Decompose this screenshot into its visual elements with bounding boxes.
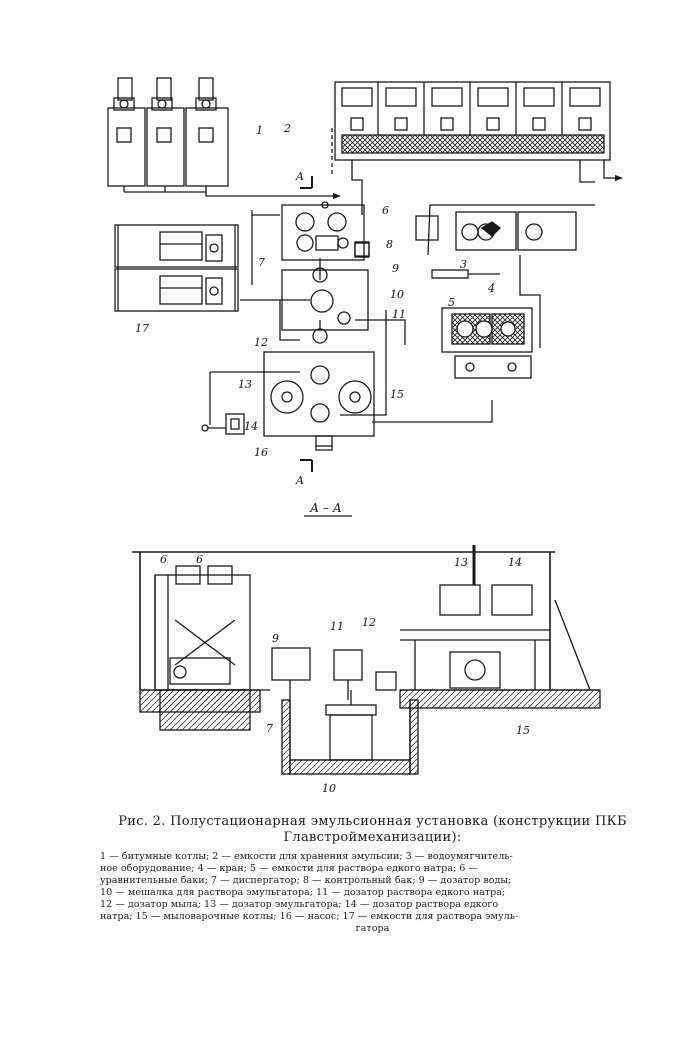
section-label-10: 10 — [322, 782, 336, 795]
emulsion-storage-tanks — [331, 81, 623, 182]
bitumen-boilers — [107, 77, 341, 200]
label-bitumen-boilers: 1 — [256, 124, 263, 137]
label-soap-boilers: 15 — [390, 388, 404, 401]
legend-line-3: уравнительные баки; 7 — диспергатор; 8 —… — [100, 875, 512, 886]
plan-view: 1 2 3 4 5 6 7 8 9 10 11 12 13 14 15 16 1… — [107, 77, 623, 517]
legend-line-6: натра; 15 — мыловарочные котлы; 16 — нас… — [100, 911, 519, 922]
label-emulsifier-mixer: 10 — [390, 288, 404, 301]
section-label-12: 12 — [362, 616, 376, 629]
label-control-tank: 8 — [386, 238, 393, 251]
pipe-lines — [209, 160, 595, 425]
water-softening-equipment — [415, 211, 577, 251]
section-mark-bottom: A — [295, 474, 304, 487]
label-crane: 4 — [487, 282, 495, 295]
section-label-11: 11 — [330, 620, 344, 633]
section-label-6a: 6 — [160, 553, 167, 566]
label-emulsifier-tanks: 17 — [135, 322, 149, 335]
legend-line-7: гатора — [355, 923, 390, 934]
figure-caption-line-2: Главстроймеханизации): — [283, 830, 462, 845]
soap-boiler-block — [263, 351, 375, 451]
figure-caption-line-1: Рис. 2. Полустационарная эмульсионная ус… — [118, 814, 627, 829]
pump — [201, 413, 245, 435]
section-label-7: 7 — [266, 722, 273, 735]
legend-line-1: 1 — битумные котлы; 2 — емкости для хран… — [100, 851, 513, 862]
label-caustic-tanks: 5 — [448, 296, 455, 309]
crane — [431, 269, 500, 279]
label-pump: 16 — [254, 446, 268, 459]
section-label-9: 9 — [272, 632, 279, 645]
control-tank — [354, 242, 370, 258]
label-water-doser: 9 — [392, 262, 399, 275]
label-emulsion-tanks: 2 — [283, 122, 291, 135]
label-caustic-solution-doser: 14 — [244, 420, 258, 433]
label-emulsifier-doser: 13 — [238, 378, 252, 391]
section-mark-top: A — [295, 170, 304, 183]
leveling-tanks-unit — [281, 201, 370, 261]
label-disperser: 7 — [258, 256, 265, 269]
label-water-softener: 3 — [460, 258, 467, 271]
section-view: 6 6 7 9 10 11 12 13 14 15 — [132, 545, 601, 795]
label-soap-doser: 12 — [254, 336, 268, 349]
section-label-6b: 6 — [196, 553, 203, 566]
caustic-soda-tanks — [441, 307, 533, 379]
emulsifier-tanks — [114, 224, 239, 312]
section-label-15: 15 — [516, 724, 530, 737]
legend-line-2: ное оборудование; 4 — кран; 5 — емкости … — [100, 863, 478, 874]
label-caustic-doser: 11 — [392, 308, 406, 321]
doser-cascade — [281, 267, 369, 344]
section-label-14: 14 — [508, 556, 522, 569]
label-leveling-tanks: 6 — [382, 204, 389, 217]
section-title: А – А — [309, 501, 342, 515]
legend-line-4: 10 — мешалка для раствора эмульгатора; 1… — [100, 887, 506, 898]
legend-line-5: 12 — дозатор мыла; 13 — дозатор эмульгат… — [100, 899, 499, 910]
section-label-13: 13 — [454, 556, 468, 569]
section-marks — [300, 176, 313, 472]
